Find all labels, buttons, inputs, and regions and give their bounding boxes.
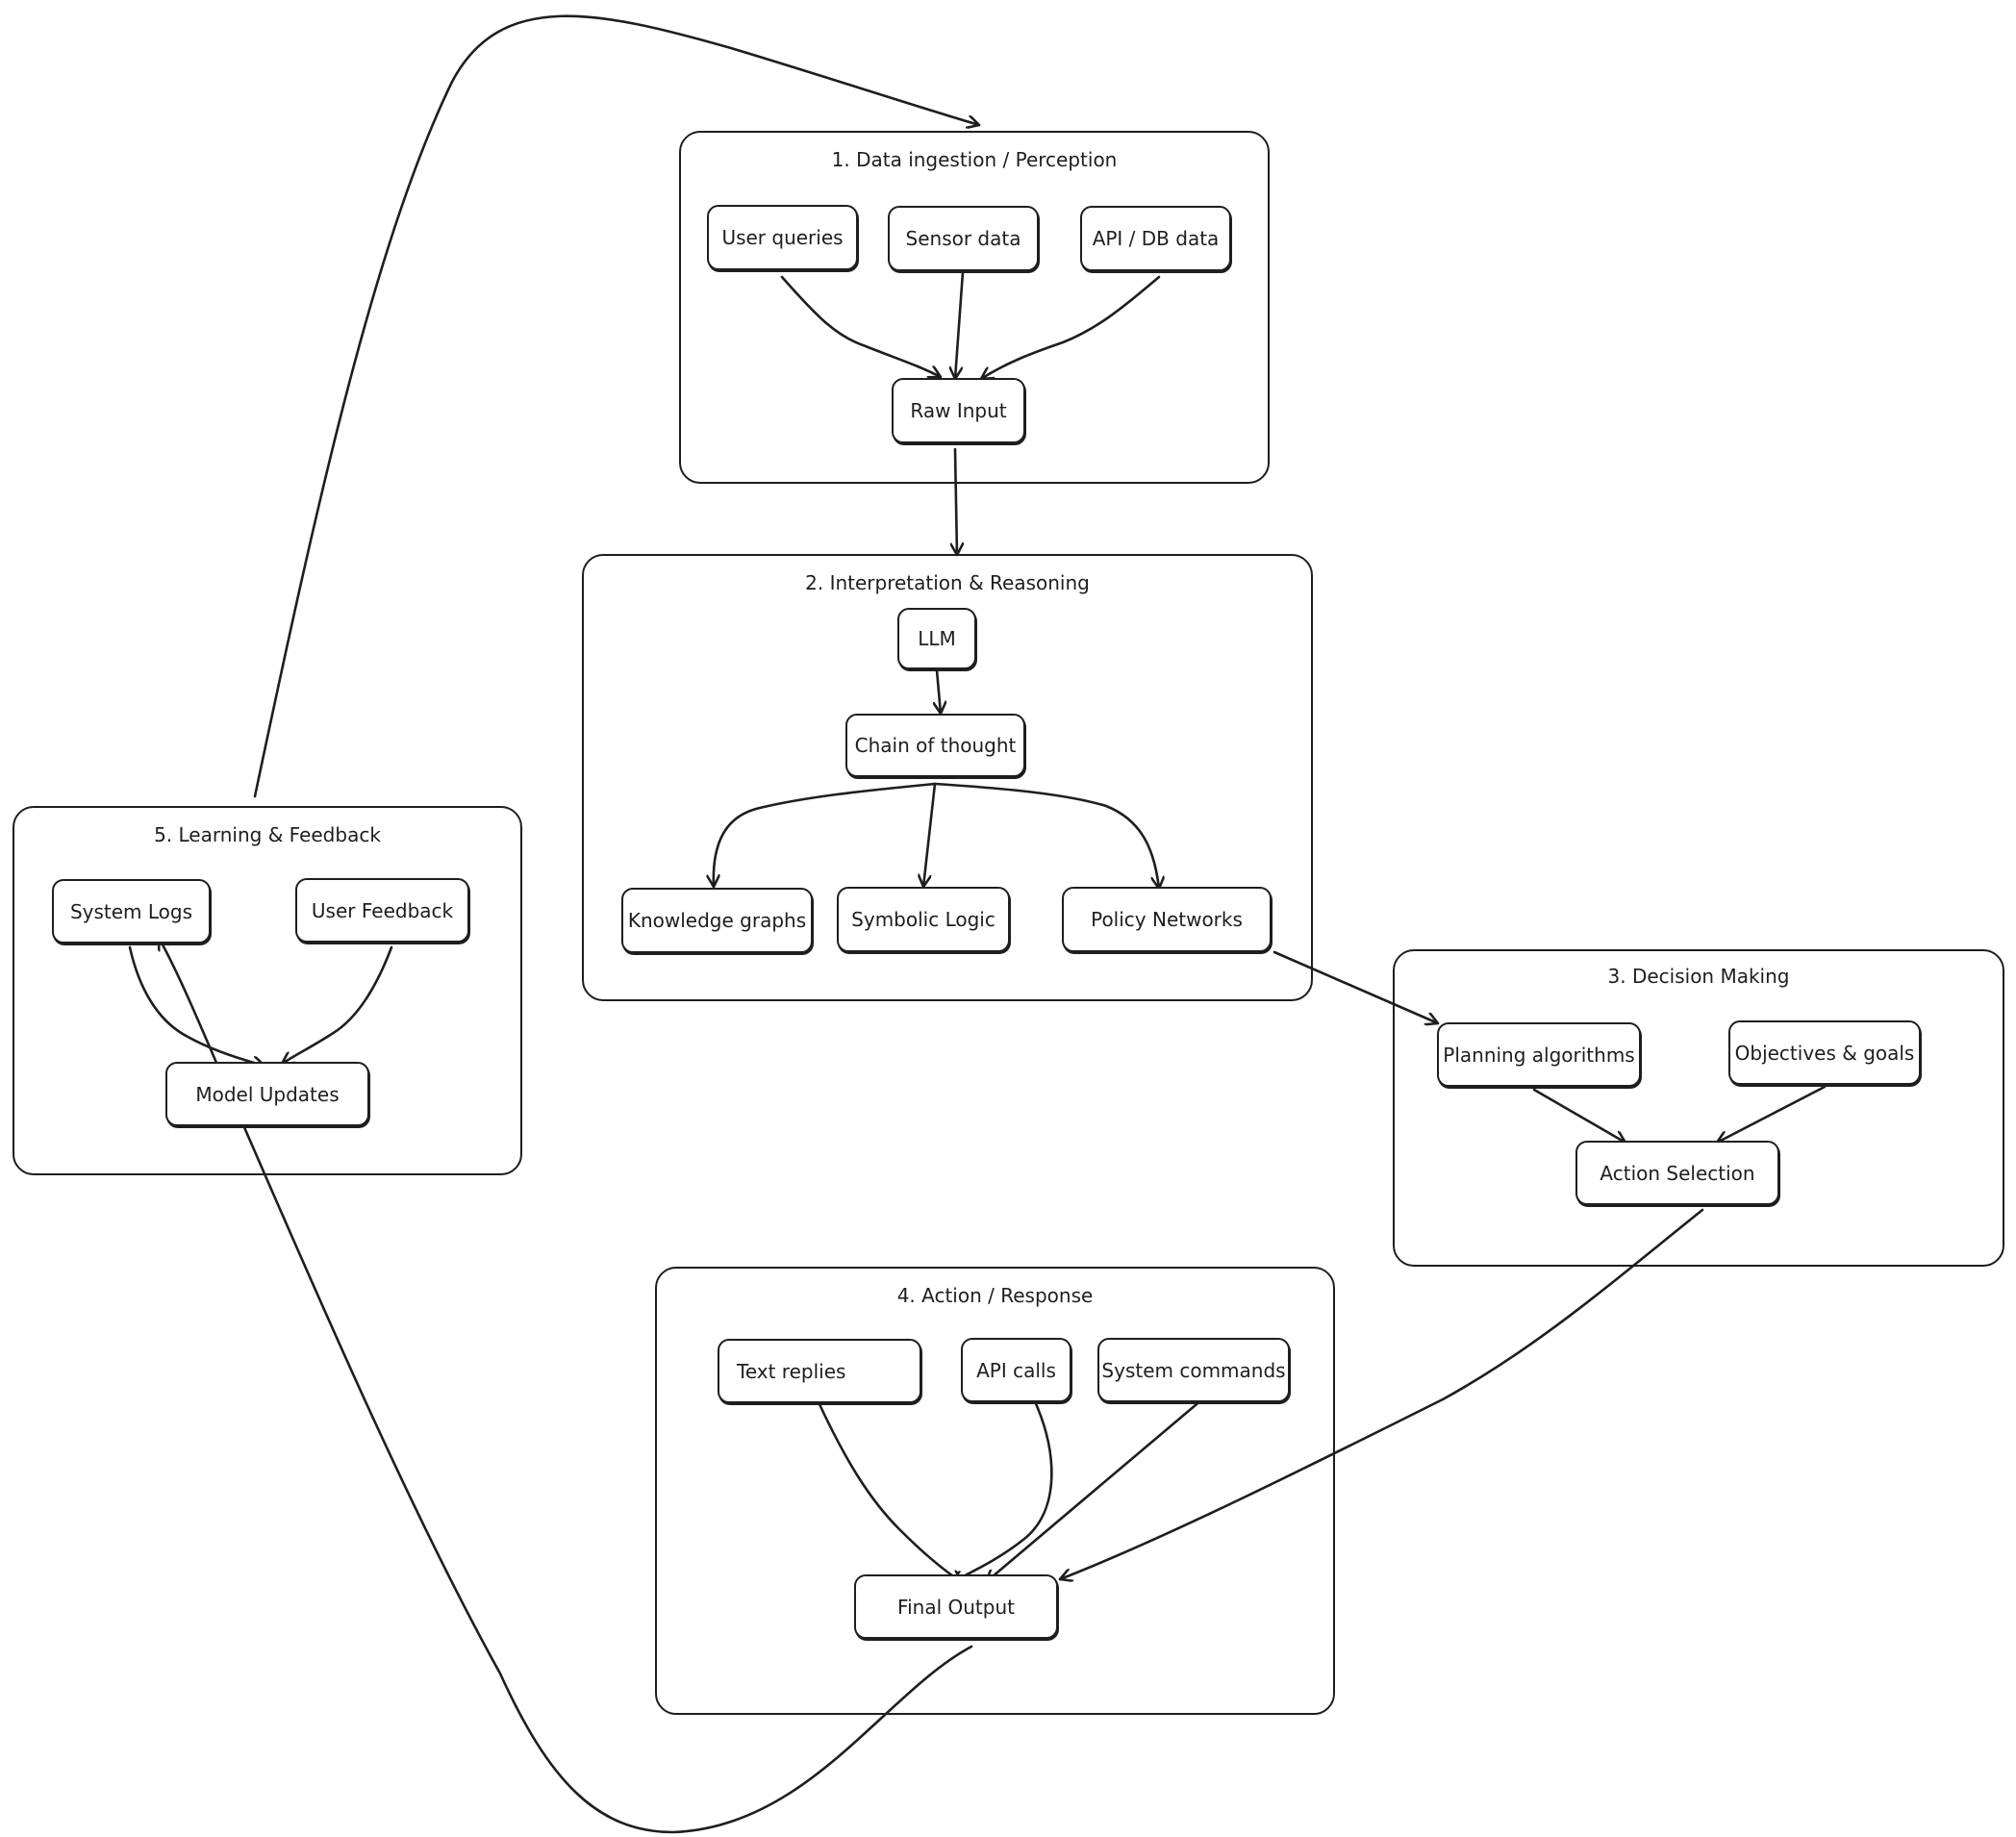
node-planning-algorithms[interactable]: Planning algorithms xyxy=(1437,1022,1641,1087)
node-objectives-goals[interactable]: Objectives & goals xyxy=(1728,1020,1921,1085)
node-user-queries[interactable]: User queries xyxy=(707,205,858,270)
group-title: 4. Action / Response xyxy=(896,1284,1094,1307)
group-perception: 1. Data ingestion / Perception xyxy=(679,131,1270,484)
node-api-db-data[interactable]: API / DB data xyxy=(1080,206,1231,271)
node-policy-networks[interactable]: Policy Networks xyxy=(1062,887,1272,952)
node-system-commands[interactable]: System commands xyxy=(1097,1338,1290,1402)
group-action: 4. Action / Response xyxy=(655,1267,1335,1715)
group-title: 3. Decision Making xyxy=(1607,965,1790,988)
node-api-calls[interactable]: API calls xyxy=(961,1338,1071,1402)
node-action-selection[interactable]: Action Selection xyxy=(1575,1141,1779,1205)
node-user-feedback[interactable]: User Feedback xyxy=(295,878,469,943)
group-title: 1. Data ingestion / Perception xyxy=(831,148,1118,171)
node-chain-of-thought[interactable]: Chain of thought xyxy=(845,714,1025,777)
node-model-updates[interactable]: Model Updates xyxy=(165,1062,369,1126)
node-llm[interactable]: LLM xyxy=(897,608,976,669)
group-reasoning: 2. Interpretation & Reasoning xyxy=(582,554,1313,1001)
node-system-logs[interactable]: System Logs xyxy=(52,879,211,944)
node-sensor-data[interactable]: Sensor data xyxy=(888,206,1039,271)
node-raw-input[interactable]: Raw Input xyxy=(892,378,1025,443)
group-learning: 5. Learning & Feedback xyxy=(13,806,522,1175)
node-knowledge-graphs[interactable]: Knowledge graphs xyxy=(621,888,813,953)
node-symbolic-logic[interactable]: Symbolic Logic xyxy=(837,887,1010,952)
group-title: 5. Learning & Feedback xyxy=(154,823,381,846)
node-text-replies[interactable]: Text replies xyxy=(718,1339,921,1403)
group-title: 2. Interpretation & Reasoning xyxy=(805,571,1090,594)
node-final-output[interactable]: Final Output xyxy=(854,1574,1058,1639)
group-decision: 3. Decision Making xyxy=(1393,949,2004,1267)
